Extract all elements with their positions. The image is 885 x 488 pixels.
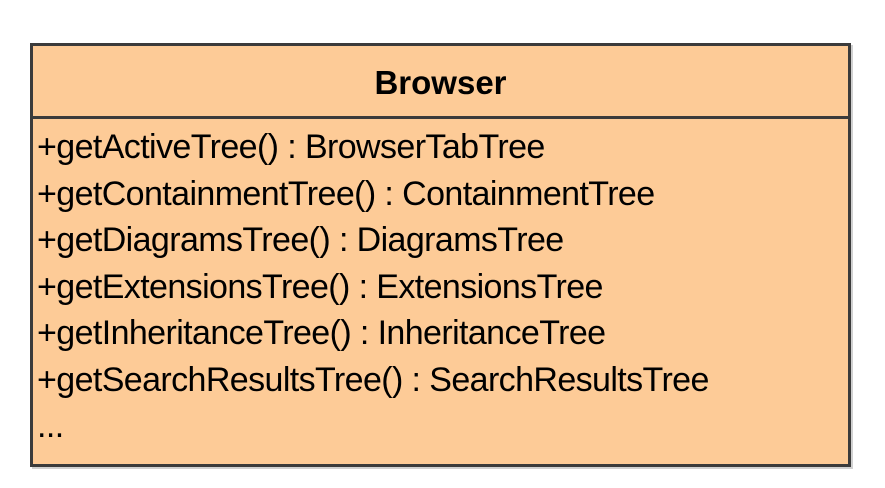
method-item: +getDiagramsTree() : DiagramsTree — [37, 221, 564, 259]
method-item: +getInheritanceTree() : InheritanceTree — [37, 314, 606, 352]
method-item: +getActiveTree() : BrowserTabTree — [37, 128, 545, 166]
method-item: ... — [37, 407, 64, 445]
methods-list: +getActiveTree() : BrowserTabTree +getCon… — [33, 119, 848, 450]
uml-class-box: Browser +getActiveTree() : BrowserTabTre… — [30, 43, 851, 467]
uml-class-header: Browser — [33, 46, 848, 119]
class-title: Browser — [374, 63, 507, 101]
method-item: +getContainmentTree() : ContainmentTree — [37, 174, 655, 213]
method-item: +getExtensionsTree() : ExtensionsTree — [37, 267, 603, 306]
method-item: +getSearchResultsTree() : SearchResultsT… — [37, 360, 709, 399]
